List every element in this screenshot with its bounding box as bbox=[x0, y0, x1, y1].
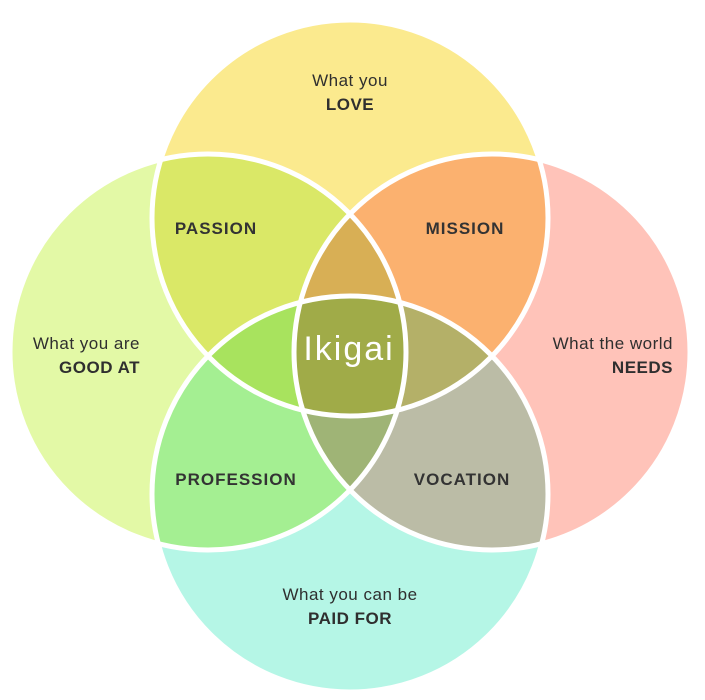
circle-outlines bbox=[7, 17, 693, 695]
ikigai-label: Ikigai bbox=[303, 330, 394, 368]
passion-label: PASSION bbox=[175, 219, 257, 238]
good-at-label-line1: What you are bbox=[33, 334, 140, 353]
paid-for-outline bbox=[149, 293, 551, 695]
love-label-line1: What you bbox=[312, 71, 388, 90]
good-at-label-line2: GOOD AT bbox=[59, 358, 140, 377]
mission-region bbox=[294, 154, 548, 416]
needs-outline bbox=[291, 151, 693, 553]
good-at-outline bbox=[7, 151, 409, 553]
passion-region bbox=[152, 154, 406, 416]
love-label-line2: LOVE bbox=[326, 95, 374, 114]
paid-for-label-line1: What you can be bbox=[282, 585, 417, 604]
mission-label: MISSION bbox=[426, 219, 505, 238]
needs-label-line2: NEEDS bbox=[612, 358, 673, 377]
profession-label: PROFESSION bbox=[175, 470, 296, 489]
needs-label-line1: What the world bbox=[553, 334, 673, 353]
love-outline bbox=[149, 17, 551, 419]
paid-for-label-line2: PAID FOR bbox=[308, 609, 392, 628]
vocation-label: VOCATION bbox=[414, 470, 510, 489]
